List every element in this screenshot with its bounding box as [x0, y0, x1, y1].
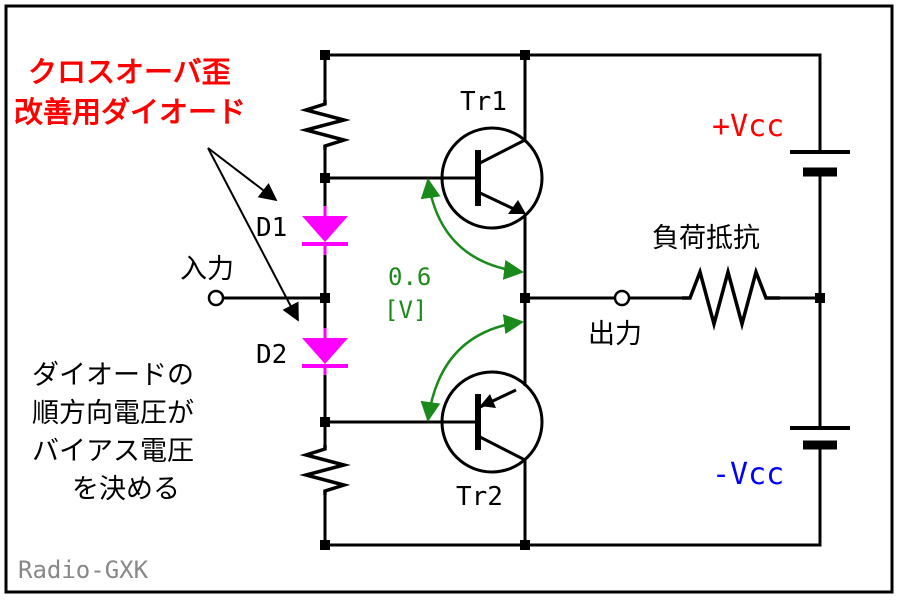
bias-resistor-top: [299, 100, 351, 150]
d2-label: D2: [256, 340, 287, 370]
vbe-arrow-top: [420, 178, 524, 280]
watermark: Radio-GXK: [18, 556, 149, 584]
input-terminal: [207, 289, 225, 307]
annotation-bottom-line1: ダイオードの: [32, 360, 194, 391]
battery-minus: [790, 426, 850, 450]
battery-plus: [790, 150, 850, 177]
tr2-label: Tr2: [456, 482, 503, 512]
annotation-bottom-line4: を決める: [72, 474, 180, 505]
annotation-top-line2: 改善用ダイオード: [14, 95, 246, 129]
minus-vcc-label: -Vcc: [712, 457, 784, 492]
diode-d2: [302, 328, 348, 375]
input-label: 入力: [180, 254, 234, 285]
frame-border: [4, 4, 894, 594]
vbe-value-label: 0.6: [388, 263, 431, 291]
bottom-rail-wire: [325, 445, 822, 547]
plus-vcc-label: +Vcc: [712, 109, 784, 144]
top-rail-wire: [325, 53, 822, 150]
output-label: 出力: [588, 319, 642, 350]
junction-nodes: [320, 50, 825, 550]
vbe-unit-label: [V]: [384, 296, 427, 324]
output-terminal: [613, 289, 631, 307]
load-resistor: [682, 265, 780, 331]
annotation-arrow-d1: [207, 147, 278, 202]
diode-d1: [302, 206, 348, 255]
d1-label: D1: [256, 213, 287, 243]
tr1-label: Tr1: [460, 87, 507, 117]
annotation-bottom-line3: バイアス電圧: [32, 436, 194, 467]
annotation-arrow-d2: [207, 147, 299, 322]
load-resistor-label: 負荷抵抗: [652, 223, 760, 254]
bias-resistor-bottom: [299, 445, 351, 495]
annotation-top-line1: クロスオーバ歪: [28, 55, 231, 89]
annotation-bottom-line2: 順方向電圧が: [32, 398, 194, 429]
vbe-arrow-bottom: [420, 314, 524, 422]
